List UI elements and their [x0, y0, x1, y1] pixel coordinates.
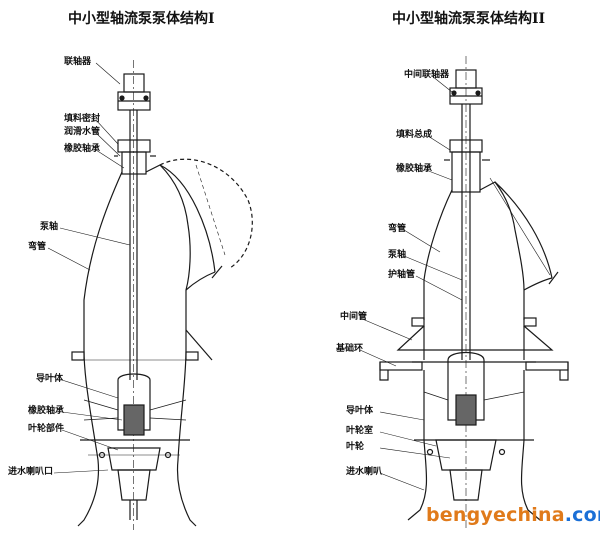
- label-shaft-guard-pipe: 护轴管: [388, 270, 416, 280]
- label-rubber-bearing-r: 橡胶轴承: [396, 164, 433, 174]
- left-coupling: [117, 73, 151, 111]
- label-guide-vane-r: 导叶体: [346, 406, 374, 416]
- left-pump-drawing: [47, 60, 253, 530]
- left-impeller: [88, 447, 180, 520]
- label-middle-pipe: 中间管: [340, 312, 368, 322]
- label-packing-assembly: 填料总成: [396, 130, 433, 140]
- watermark-part1: bengyechina: [426, 504, 565, 526]
- label-impeller: 叶轮: [346, 442, 365, 452]
- label-lubrication-pipe: 润滑水管: [64, 127, 101, 137]
- label-pump-shaft-r: 泵轴: [388, 250, 407, 260]
- label-rubber-bearing-low: 橡胶轴承: [28, 406, 65, 416]
- label-foundation-ring: 基础环: [336, 344, 364, 354]
- label-packing-seal: 填料密封: [64, 114, 101, 124]
- right-elbow-body: [423, 177, 559, 320]
- label-elbow: 弯管: [28, 242, 47, 252]
- left-flange: [71, 329, 213, 361]
- diagram-title-left: 中小型轴流泵泵体结构I: [68, 11, 215, 27]
- label-inlet-bell-r: 进水喇叭: [346, 467, 383, 477]
- right-pump-drawing: [359, 56, 569, 530]
- right-leader-lines: [359, 75, 463, 491]
- left-shaft: [129, 60, 138, 530]
- right-packing-assembly: [444, 139, 490, 193]
- right-impeller-chamber: [407, 439, 541, 521]
- label-impeller-chamber: 叶轮室: [346, 426, 374, 436]
- label-rubber-bearing-top: 橡胶轴承: [64, 144, 101, 154]
- right-shaft: [461, 56, 471, 530]
- right-middle-pipe: [379, 317, 569, 381]
- watermark: bengyechina.com: [426, 504, 600, 526]
- label-guide-vane: 导叶体: [36, 374, 64, 384]
- label-middle-coupling: 中间联轴器: [404, 70, 450, 80]
- left-guide-vane: [80, 373, 190, 441]
- left-packing-seal: [114, 139, 156, 175]
- watermark-part2: .com: [564, 504, 600, 526]
- label-pump-shaft: 泵轴: [40, 222, 59, 232]
- right-guide-vane: [414, 351, 534, 441]
- left-leader-lines: [47, 62, 131, 474]
- left-elbow-body: [77, 158, 253, 527]
- diagram-title-right: 中小型轴流泵泵体结构II: [392, 11, 546, 27]
- label-coupling: 联轴器: [64, 57, 92, 67]
- label-inlet-bell: 进水喇叭口: [8, 467, 54, 477]
- label-elbow-r: 弯管: [388, 224, 407, 234]
- label-impeller-parts: 叶轮部件: [28, 424, 65, 434]
